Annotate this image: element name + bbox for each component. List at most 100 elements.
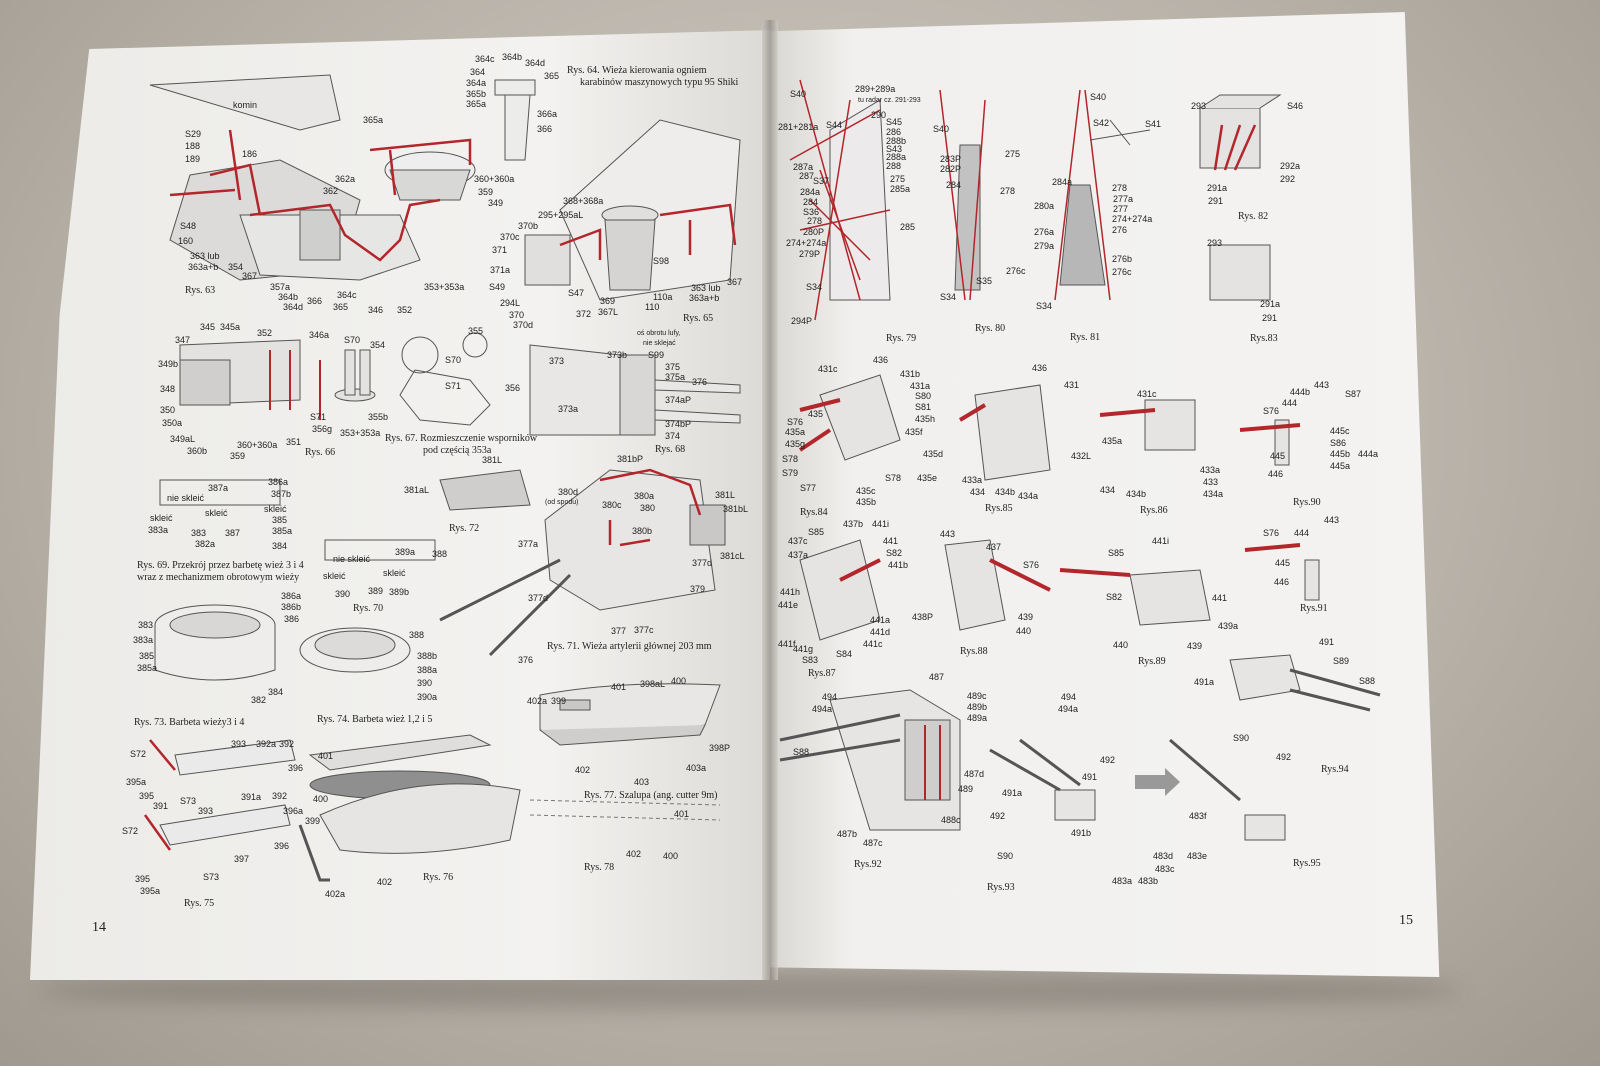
part-label: 487c	[863, 838, 883, 848]
part-label: 288a	[886, 152, 907, 162]
part-label: 354	[370, 340, 386, 350]
part-label: 360+360a	[474, 174, 515, 184]
part-label: 365a	[466, 99, 487, 109]
figure-caption: Rys.90	[1293, 497, 1321, 508]
note-label: (od spodu)	[545, 499, 579, 506]
part-label: 292	[1280, 174, 1296, 184]
note-label: skleić	[383, 568, 406, 578]
part-label: 282P	[940, 164, 962, 174]
part-label: S45	[886, 117, 903, 127]
part-label: S88	[793, 747, 810, 757]
part-label: S40	[1090, 92, 1107, 102]
part-label: 434b	[995, 487, 1016, 497]
part-label: 276	[1112, 225, 1128, 235]
part-label: 368+368a	[563, 196, 604, 206]
figure-caption: Rys. 69. Przekrój przez barbetę wież 3 i…	[137, 560, 304, 571]
part-label: 494	[1061, 692, 1077, 702]
part-label: 379	[690, 584, 706, 594]
part-label: 435b	[856, 497, 877, 507]
part-label: 441d	[870, 627, 891, 637]
part-label: 403	[634, 777, 650, 787]
part-label: 437	[986, 542, 1002, 552]
part-label: 288	[886, 161, 902, 171]
part-label: 483d	[1153, 851, 1174, 861]
part-label: 483b	[1138, 876, 1159, 886]
part-label: 431a	[910, 381, 931, 391]
part-label: 275	[890, 174, 906, 184]
part-label: 381bP	[617, 454, 644, 464]
figure-caption: Rys. 65	[683, 313, 714, 324]
part-label: 433	[1203, 477, 1219, 487]
part-label: 375	[665, 362, 681, 372]
part-label: 353+353a	[340, 428, 381, 438]
part-label: 395a	[140, 886, 161, 896]
part-label: 445a	[1330, 461, 1351, 471]
part-label: 366	[307, 296, 323, 306]
figure-caption: Rys. 70	[353, 603, 384, 614]
part-label: 364c	[475, 54, 495, 64]
part-label: 445b	[1330, 449, 1351, 459]
part-label: S37	[813, 176, 830, 186]
part-label: 491a	[1194, 677, 1215, 687]
figure-caption: pod częścią 353a	[423, 445, 492, 456]
part-label: 360+360a	[237, 440, 278, 450]
part-label: 381L	[482, 455, 503, 465]
figure-caption: Rys. 67. Rozmieszczenie wsporników	[385, 433, 538, 444]
figure-caption: Rys. 63	[185, 285, 216, 296]
part-label: 380a	[634, 491, 655, 501]
part-label: S87	[1345, 389, 1362, 399]
part-label: 383	[191, 528, 207, 538]
part-label: 371a	[490, 265, 511, 275]
part-label: 291a	[1260, 299, 1281, 309]
part-label: 400	[313, 794, 329, 804]
part-label: 293	[1207, 238, 1223, 248]
part-label: 110	[645, 302, 660, 312]
part-label: S89	[1333, 656, 1350, 666]
part-label: 372	[576, 309, 592, 319]
part-label: S34	[1036, 301, 1053, 311]
part-label: 294L	[500, 298, 521, 308]
part-label: 385a	[137, 663, 158, 673]
part-label: 439a	[1218, 621, 1239, 631]
part-label: 278	[1112, 183, 1128, 193]
part-label: 387a	[208, 483, 229, 493]
part-label: 349b	[158, 359, 179, 369]
part-label: 396	[274, 841, 290, 851]
part-label: 431	[1064, 380, 1080, 390]
part-label: 402a	[325, 889, 346, 899]
part-label: 347	[175, 335, 191, 345]
part-label: 434	[1100, 485, 1116, 495]
part-label: 364d	[525, 58, 546, 68]
part-label: 387b	[271, 489, 292, 499]
part-label: 380c	[602, 500, 622, 510]
part-label: 437a	[788, 550, 809, 560]
note-label: nie sklejać	[643, 340, 676, 347]
figure-caption: Rys. 82	[1238, 211, 1269, 222]
part-label: 382	[251, 695, 267, 705]
part-label: 290	[871, 110, 887, 120]
part-label: 365a	[363, 115, 384, 125]
part-label: 401	[318, 751, 334, 761]
figure-caption: Rys. 81	[1070, 332, 1101, 343]
part-label: 400	[671, 676, 687, 686]
part-label: 364	[470, 67, 486, 77]
part-label: 390	[335, 589, 351, 599]
part-label: 446	[1274, 577, 1290, 587]
part-label: 483c	[1155, 864, 1175, 874]
figure-caption: Rys. 75	[184, 898, 215, 909]
part-label: 382a	[195, 539, 216, 549]
part-label: 287a	[793, 162, 814, 172]
part-label: 402	[575, 765, 591, 775]
figure-caption: Rys. 77. Szalupa (ang. cutter 9m)	[584, 790, 718, 801]
part-label: 443	[1314, 380, 1330, 390]
part-label: 494a	[1058, 704, 1079, 714]
part-label: 390a	[417, 692, 438, 702]
part-label: 359	[478, 187, 494, 197]
part-label: S81	[915, 402, 932, 412]
part-label: S82	[886, 548, 903, 558]
part-label: 435e	[917, 473, 938, 483]
part-label: S71	[310, 412, 327, 422]
part-label: 389b	[389, 587, 410, 597]
part-label: 402	[377, 877, 393, 887]
part-label: 383a	[133, 635, 154, 645]
